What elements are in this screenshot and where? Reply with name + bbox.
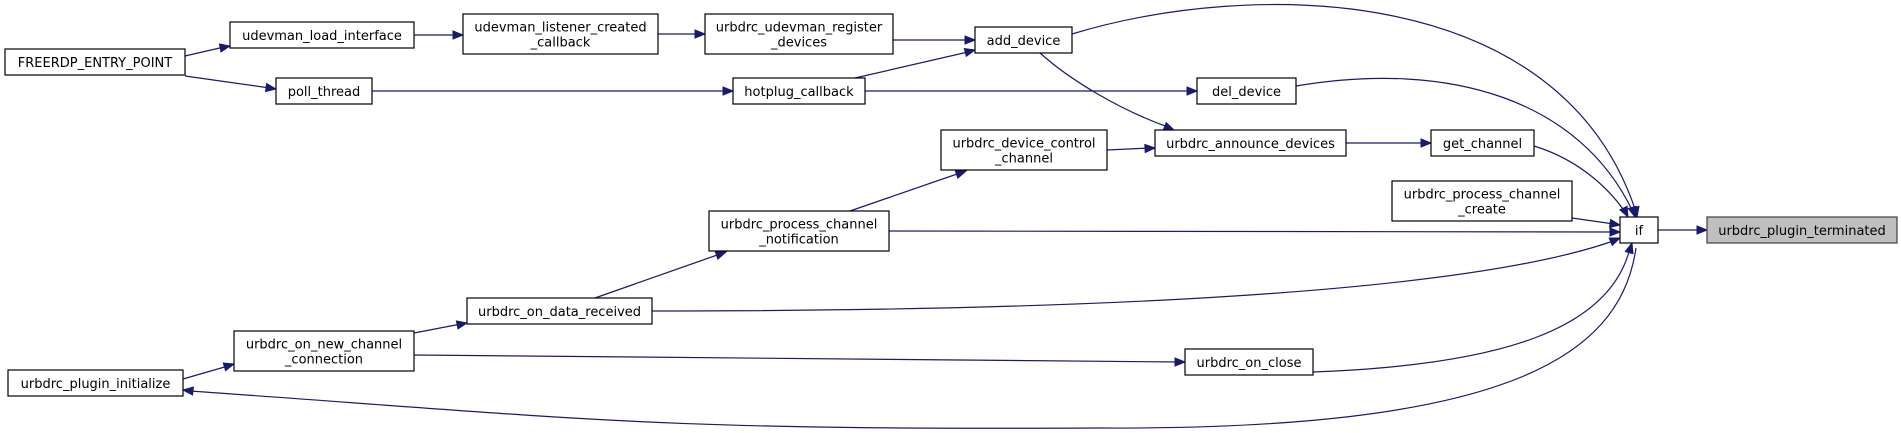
- node-root[interactable]: urbdrc_plugin_terminated: [1706, 216, 1898, 244]
- node-label: urbdrc_udevman_register: [716, 21, 883, 36]
- node-label: urbdrc_device_control: [952, 137, 1095, 152]
- node-if[interactable]: if: [1619, 216, 1659, 244]
- node-del-device[interactable]: del_device: [1196, 77, 1297, 105]
- node-label: urbdrc_on_data_received: [478, 305, 641, 320]
- node-label: _callback: [530, 36, 591, 51]
- node-label: _connection: [284, 353, 363, 368]
- node-label: hotplug_callback: [744, 85, 854, 100]
- node-hotplug-callback[interactable]: hotplug_callback: [732, 77, 866, 105]
- edge-urbdrc_process_channel_create-to-if: [1571, 217, 1622, 229]
- edge-urbdrc_on_new_channel_connection-to-urbdrc_on_close: [413, 354, 1187, 367]
- node-label: _notification: [758, 233, 839, 248]
- node-label: urbdrc_on_close: [1197, 356, 1302, 371]
- node-label: urbdrc_plugin_terminated: [1718, 224, 1886, 239]
- edge-FREERDP_ENTRY_POINT-to-udevman_load_interface: [184, 43, 232, 57]
- node-label: urbdrc_announce_devices: [1166, 137, 1335, 152]
- graph-nodes: urbdrc_plugin_terminated if add_device del_…: [4, 13, 1898, 397]
- edge-urbdrc_device_control_channel-to-urbdrc_announce_devices: [1106, 143, 1157, 154]
- node-urbdrc-announce-devices[interactable]: urbdrc_announce_devices: [1154, 129, 1347, 157]
- node-label: urbdrc_process_channel: [1404, 188, 1561, 203]
- node-label: del_device: [1212, 85, 1281, 100]
- node-FREERDP-ENTRY-POINT[interactable]: FREERDP_ENTRY_POINT: [4, 48, 186, 76]
- edge-hotplug_callback-to-add_device: [854, 47, 977, 79]
- edge-urbdrc_on_close-to-if: [1312, 241, 1634, 373]
- edge-udevman_listener_created_callback-to-urbdrc_udevman_register_devices: [658, 29, 707, 39]
- node-label: urbdrc_process_channel: [721, 218, 878, 233]
- edge-if-to-root: [1658, 225, 1709, 235]
- edge-urbdrc_on_new_channel_connection-to-urbdrc_on_data_received: [413, 320, 469, 334]
- node-label: poll_thread: [288, 85, 361, 100]
- node-label: if: [1635, 224, 1644, 239]
- node-urbdrc-device-control-channel[interactable]: urbdrc_device_control_channel: [940, 129, 1108, 171]
- edge-del_device-to-if: [1295, 77, 1637, 219]
- edge-urbdrc_plugin_initialize-to-if: [181, 247, 1637, 429]
- node-urbdrc-udevman-register-devices[interactable]: urbdrc_udevman_register_devices: [704, 13, 894, 55]
- edge-urbdrc_process_channel_notification-to-if: [888, 227, 1622, 237]
- edge-udevman_load_interface-to-udevman_listener_created_callback: [414, 30, 465, 40]
- edge-poll_thread-to-hotplug_callback: [372, 86, 735, 96]
- node-udevman-listener-created-callback[interactable]: udevman_listener_created_callback: [462, 13, 659, 55]
- edge-urbdrc_on_data_received-to-urbdrc_process_channel_notification: [594, 250, 728, 299]
- edge-urbdrc_udevman_register_devices-to-add_device: [893, 35, 977, 45]
- node-label: add_device: [987, 34, 1061, 49]
- node-label: _create: [1457, 203, 1506, 218]
- node-label: FREERDP_ENTRY_POINT: [18, 56, 172, 71]
- edge-FREERDP_ENTRY_POINT-to-poll_thread: [184, 75, 278, 93]
- edge-get_channel-to-if: [1533, 145, 1629, 219]
- node-label: urbdrc_plugin_initialize: [21, 377, 171, 392]
- node-label: udevman_listener_created: [474, 21, 646, 36]
- graph-edges: [181, 3, 1709, 429]
- node-label: _devices: [770, 36, 827, 51]
- node-urbdrc-process-channel-notification[interactable]: urbdrc_process_channel_notification: [708, 210, 890, 252]
- node-label: urbdrc_on_new_channel: [246, 338, 402, 353]
- node-get-channel[interactable]: get_channel: [1430, 129, 1535, 157]
- node-urbdrc-process-channel-create[interactable]: urbdrc_process_channel_create: [1391, 180, 1573, 222]
- node-urbdrc-on-data-received[interactable]: urbdrc_on_data_received: [466, 297, 653, 325]
- node-poll-thread[interactable]: poll_thread: [275, 77, 373, 105]
- edge-urbdrc_process_channel_notification-to-urbdrc_device_control_channel: [849, 169, 968, 212]
- edge-hotplug_callback-to-del_device: [865, 86, 1199, 96]
- node-label: udevman_load_interface: [242, 29, 402, 44]
- node-label: _channel: [994, 152, 1053, 167]
- node-label: get_channel: [1443, 137, 1522, 152]
- edge-urbdrc_announce_devices-to-get_channel: [1346, 138, 1433, 148]
- edge-urbdrc_on_data_received-to-if: [651, 237, 1622, 312]
- node-urbdrc-on-close[interactable]: urbdrc_on_close: [1184, 348, 1314, 376]
- node-add-device[interactable]: add_device: [974, 26, 1073, 54]
- edge-urbdrc_plugin_initialize-to-urbdrc_on_new_channel_connection: [182, 362, 236, 380]
- node-urbdrc-plugin-initialize[interactable]: urbdrc_plugin_initialize: [7, 369, 184, 397]
- node-urbdrc-on-new-channel-connection[interactable]: urbdrc_on_new_channel_connection: [233, 330, 415, 372]
- node-udevman-load-interface[interactable]: udevman_load_interface: [229, 21, 415, 49]
